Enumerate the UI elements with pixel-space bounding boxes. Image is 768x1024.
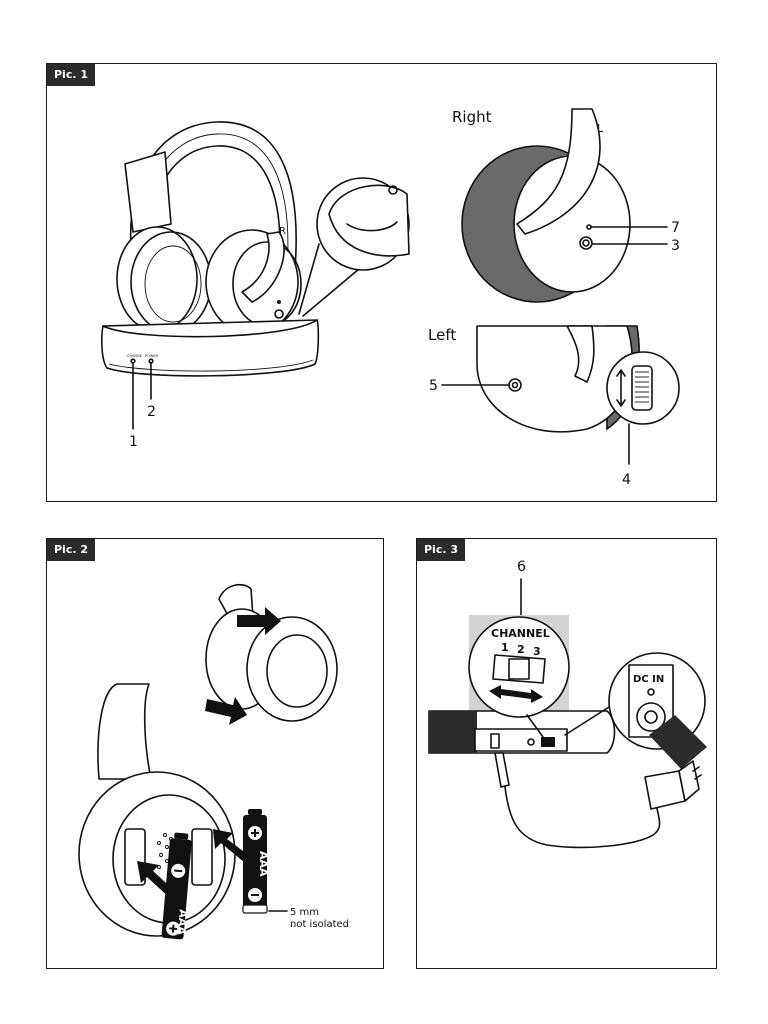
pic3-panel: Pic. 3 6 CHANNEL 1 2 3 DC IN bbox=[416, 538, 717, 969]
note-line-1: 5 mm bbox=[290, 907, 319, 918]
callout-7: 7 bbox=[671, 220, 680, 236]
dc-socket bbox=[490, 733, 500, 749]
left-jack bbox=[508, 378, 522, 392]
adapter-prong-1 bbox=[692, 766, 700, 772]
dcin-polarity bbox=[647, 688, 655, 696]
channel-3: 3 bbox=[533, 645, 541, 658]
pic2-illustration: AAA AAA 5 mm not isolated bbox=[78, 583, 349, 940]
pic1-panel: Pic. 1 R CHARGE POWER 1 2 bbox=[46, 63, 717, 502]
battery-1: AAA bbox=[161, 832, 192, 940]
volume-wheel bbox=[631, 365, 653, 411]
left-yoke bbox=[566, 325, 595, 383]
cable-plug bbox=[494, 752, 510, 788]
base-led-power-label: POWER bbox=[145, 354, 159, 358]
arrow-upper bbox=[237, 607, 281, 635]
dcin-plug bbox=[649, 715, 707, 769]
right-button-ring bbox=[582, 239, 590, 247]
zoom-button bbox=[388, 185, 398, 195]
volume-wheel-ridges bbox=[635, 371, 649, 403]
pic2-tag: Pic. 2 bbox=[47, 539, 96, 561]
channel-1: 1 bbox=[501, 641, 509, 654]
volume-arrow bbox=[616, 369, 626, 407]
callout-2: 2 bbox=[147, 404, 156, 420]
earcup-right-led bbox=[277, 300, 282, 305]
label-left: Left bbox=[428, 326, 456, 344]
pic3-tag: Pic. 3 bbox=[417, 539, 466, 561]
base-led-charge-label: CHARGE bbox=[127, 354, 142, 358]
pic2-panel: Pic. 2 AAA bbox=[46, 538, 384, 969]
ear-letter-l: L bbox=[597, 122, 604, 135]
left-jack-inner bbox=[511, 381, 519, 389]
charging-base-top bbox=[102, 319, 318, 338]
arrow-battery-2 bbox=[213, 829, 251, 863]
arrow-lower bbox=[205, 697, 247, 725]
battery-2: AAA bbox=[242, 809, 270, 914]
power-cable bbox=[504, 786, 661, 849]
battery-slot-left bbox=[124, 828, 146, 886]
led-hole bbox=[527, 738, 535, 746]
dcin-label: DC IN bbox=[633, 674, 664, 685]
lower-headband bbox=[97, 683, 152, 780]
zoom-slot bbox=[346, 221, 398, 232]
earcup-right-button bbox=[274, 309, 284, 319]
pic1-tag: Pic. 1 bbox=[47, 64, 96, 86]
callout-5: 5 bbox=[429, 378, 438, 394]
zoom-line-1 bbox=[298, 243, 320, 315]
adapter-prong-2 bbox=[694, 774, 702, 780]
battery-slot-right bbox=[191, 828, 213, 886]
channel-slider-knob bbox=[508, 658, 530, 680]
earcup-right-yoke bbox=[241, 231, 285, 303]
arrow-battery-1 bbox=[137, 861, 177, 899]
channel-arrow bbox=[489, 685, 543, 703]
callout-6: 6 bbox=[517, 559, 526, 575]
dcin-socket-inner bbox=[644, 710, 658, 724]
ear-letter-r: R bbox=[279, 226, 286, 237]
callout-3: 3 bbox=[671, 238, 680, 254]
headband-slider bbox=[124, 151, 172, 233]
charging-base-rim bbox=[108, 359, 314, 372]
charging-base bbox=[101, 319, 320, 377]
label-right: Right bbox=[452, 108, 492, 126]
power-adapter bbox=[644, 770, 686, 810]
callout-4: 4 bbox=[622, 472, 631, 488]
upper-cushion-inner bbox=[266, 634, 328, 708]
zoom-line-channel bbox=[526, 714, 544, 738]
zoom-earcup-detail bbox=[328, 184, 410, 257]
channel-2: 2 bbox=[517, 643, 525, 656]
zoom-line-dcin bbox=[564, 706, 610, 736]
battery-2-label: AAA bbox=[257, 851, 270, 877]
channel-switch bbox=[541, 737, 555, 747]
right-button bbox=[579, 236, 593, 250]
earcup-left-pad-inner bbox=[144, 245, 202, 323]
base-unit-front bbox=[429, 711, 477, 753]
pic3-illustration: 6 CHANNEL 1 2 3 DC IN bbox=[428, 559, 707, 849]
zoom-line-2 bbox=[302, 268, 360, 317]
callout-1: 1 bbox=[129, 434, 138, 450]
right-yoke bbox=[516, 108, 601, 235]
channel-title: CHANNEL bbox=[491, 627, 550, 640]
dcin-socket bbox=[636, 702, 666, 732]
upper-cushion bbox=[246, 616, 338, 722]
note-line-2: not isolated bbox=[290, 919, 349, 930]
pic1-illustration: R CHARGE POWER 1 2 Right bbox=[101, 108, 680, 488]
